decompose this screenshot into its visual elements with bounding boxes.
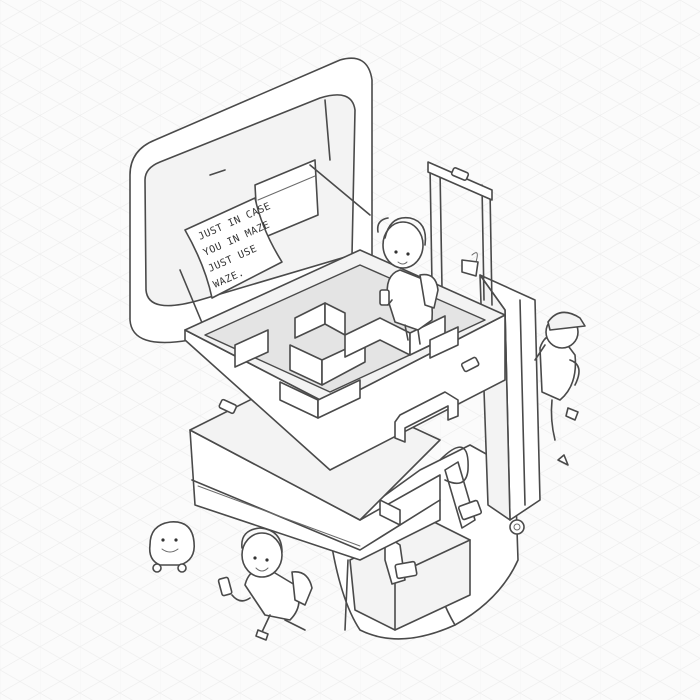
backpack-buckle-left <box>394 560 418 580</box>
trolley-wheel <box>509 519 525 535</box>
girl-phone-smartphone-icon <box>379 289 390 306</box>
girl-character <box>376 216 439 345</box>
backpack-buckle-right <box>457 499 483 521</box>
latch-right <box>460 356 480 373</box>
climbing-boy-character <box>534 311 586 466</box>
open-suitcase-lid: JUST IN CASE YOU IN MAZE JUST USE WAZE. <box>129 57 373 344</box>
latch-left <box>218 398 238 415</box>
maze-note: JUST IN CASE YOU IN MAZE JUST USE WAZE. <box>184 197 283 299</box>
climber-cap <box>547 311 586 331</box>
girl-backpack <box>419 273 439 309</box>
waze-icon <box>148 521 196 573</box>
trolley-handle-bar <box>427 161 493 201</box>
backpack <box>329 444 519 640</box>
tag-icon <box>461 252 479 277</box>
runner-head <box>241 532 283 578</box>
girl-head <box>382 221 424 269</box>
runner-phone-smartphone-icon <box>217 576 233 597</box>
suitcase-handle <box>394 391 459 443</box>
running-boy-character <box>217 527 313 641</box>
climber-body <box>539 333 577 401</box>
runner-backpack <box>291 571 313 606</box>
